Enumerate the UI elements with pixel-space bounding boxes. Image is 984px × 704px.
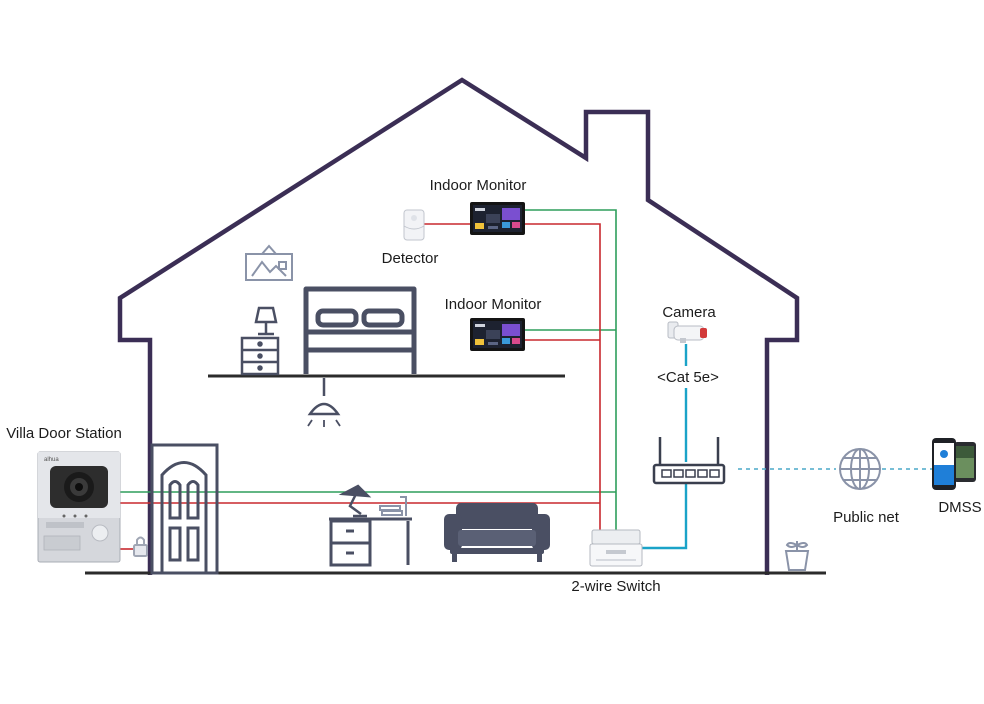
villa-door-station-label: Villa Door Station <box>6 425 122 442</box>
indoor-monitor-mid-label: Indoor Monitor <box>445 296 542 313</box>
door-station-icon: alhua <box>37 451 121 563</box>
two-wire-switch-label: 2-wire Switch <box>571 578 660 595</box>
red-wire-top <box>525 223 601 530</box>
phone-icon <box>932 438 976 490</box>
nightstand-lamp-icon <box>240 306 280 376</box>
monitor-icon-mid <box>470 318 525 351</box>
picture-frame-icon <box>245 244 293 281</box>
monitor-icon-top <box>470 202 525 235</box>
sofa-icon <box>444 503 550 562</box>
indoor-monitor-top-label: Indoor Monitor <box>430 177 527 194</box>
globe-icon <box>839 448 881 490</box>
lock-icon <box>133 536 148 557</box>
house-outline <box>117 77 800 575</box>
cat5e-label: <Cat 5e> <box>657 369 719 386</box>
desk-lamp-icon <box>338 484 372 518</box>
ceiling-lamp-icon <box>307 378 341 427</box>
wiring <box>120 209 932 550</box>
svg-text:alhua: alhua <box>44 457 59 463</box>
detector-icon <box>403 209 425 241</box>
detector-label: Detector <box>382 250 439 267</box>
green-wire-top <box>525 209 617 530</box>
books-icon <box>379 496 407 516</box>
desk-icon <box>329 517 412 567</box>
dmss-label: DMSS <box>938 499 981 516</box>
router-icon <box>652 437 726 485</box>
cyan-wire-switch <box>640 483 688 550</box>
bed-icon <box>303 286 417 374</box>
camera-icon <box>667 321 707 343</box>
camera-label: Camera <box>662 304 716 321</box>
plant-icon <box>784 541 810 571</box>
switch-icon <box>589 529 643 567</box>
public-net-label: Public net <box>833 509 900 526</box>
door-icon <box>150 443 219 575</box>
